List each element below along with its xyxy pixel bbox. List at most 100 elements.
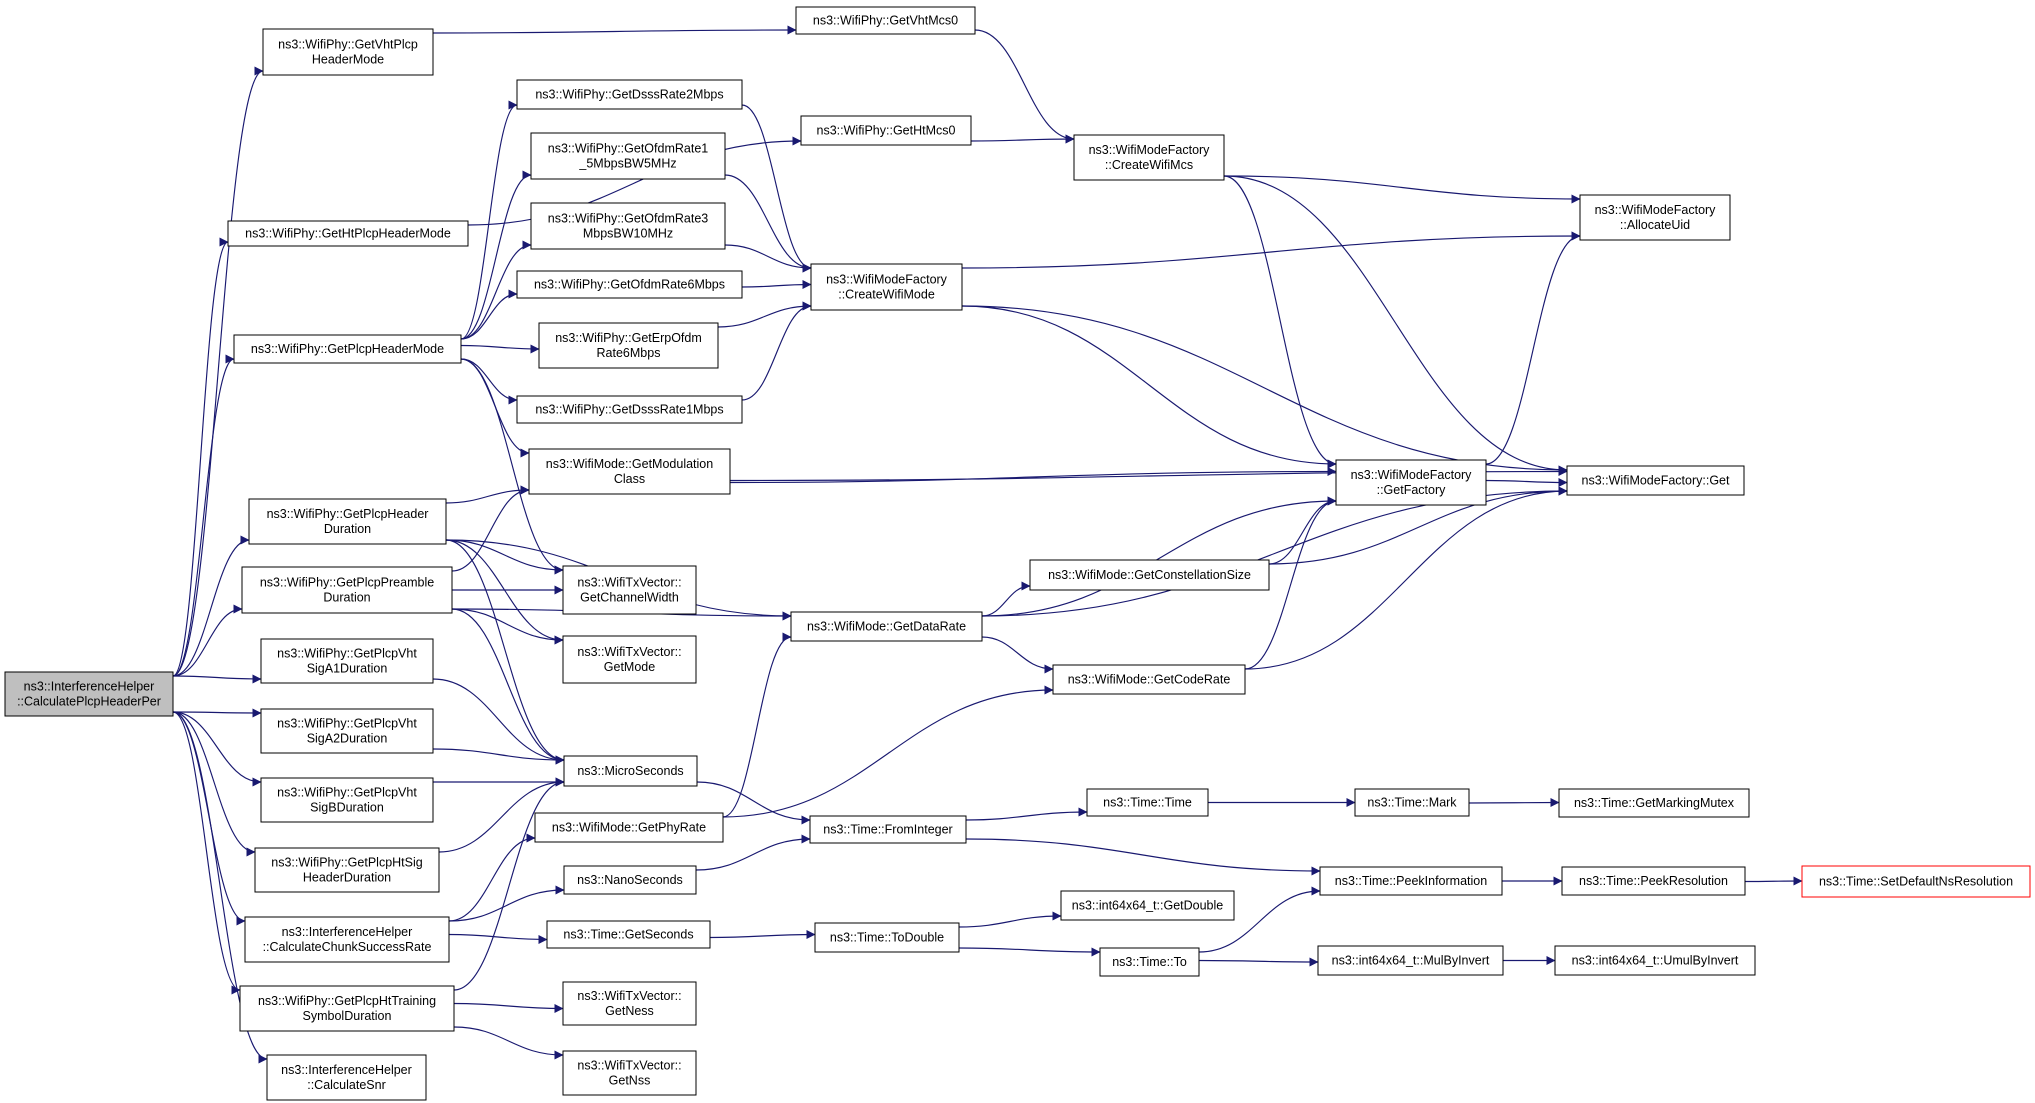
edge-get-plcp-preamble-duration-to-get-modulation-class bbox=[451, 485, 530, 572]
node-peek-resolution[interactable]: ns3::Time::PeekResolution bbox=[1561, 866, 1746, 896]
edge-get-factory-to-allocate-uid bbox=[1485, 231, 1581, 465]
edge-to-double-to-time-to bbox=[958, 947, 1101, 957]
node-box bbox=[1554, 945, 1756, 976]
node-time-to[interactable]: ns3::Time::To bbox=[1099, 947, 1200, 977]
edge-line bbox=[1468, 798, 1560, 808]
node-label-line: ns3::WifiPhy::GetPlcpVht bbox=[277, 786, 417, 800]
node-get-dsss1[interactable]: ns3::WifiPhy::GetDsssRate1Mbps bbox=[516, 395, 743, 424]
node-get-ness[interactable]: ns3::WifiTxVector::GetNess bbox=[562, 981, 697, 1026]
edge-line bbox=[172, 711, 262, 787]
node-umul-by-invert[interactable]: ns3::int64x64_t::UmulByInvert bbox=[1554, 945, 1756, 976]
node-label-line: ns3::WifiMode::GetModulation bbox=[546, 457, 713, 471]
edge-get-dsss2-to-create-wifi-mode bbox=[741, 104, 812, 273]
node-tx-get-mode[interactable]: ns3::WifiTxVector::GetMode bbox=[562, 635, 697, 684]
node-get-ht-plcp-header-mode[interactable]: ns3::WifiPhy::GetHtPlcpHeaderMode bbox=[227, 220, 469, 247]
edge-root-to-get-vht-plcp-header-mode bbox=[172, 66, 264, 677]
edge-line bbox=[722, 632, 792, 818]
node-factory-get[interactable]: ns3::WifiModeFactory::Get bbox=[1566, 465, 1745, 496]
edge-line bbox=[1223, 175, 1568, 475]
node-get-double-i64[interactable]: ns3::int64x64_t::GetDouble bbox=[1060, 890, 1235, 921]
edge-root-to-calc-snr bbox=[172, 711, 268, 1064]
node-box bbox=[1099, 947, 1200, 977]
edge-line bbox=[432, 748, 565, 765]
node-get-ofdm6[interactable]: ns3::WifiPhy::GetOfdmRate6Mbps bbox=[516, 270, 743, 299]
edge-nano-seconds-to-from-integer bbox=[695, 834, 811, 871]
edge-line bbox=[1223, 175, 1337, 469]
node-mul-by-invert[interactable]: ns3::int64x64_t::MulByInvert bbox=[1317, 945, 1504, 976]
edge-line bbox=[965, 807, 1088, 821]
node-label-line: ns3::WifiPhy::GetVhtPlcp bbox=[278, 38, 418, 52]
node-micro-seconds[interactable]: ns3::MicroSeconds bbox=[563, 755, 698, 787]
node-label-line: ns3::Time::FromInteger bbox=[823, 823, 952, 837]
edge-layer bbox=[172, 25, 1803, 1064]
node-from-integer[interactable]: ns3::Time::FromInteger bbox=[809, 815, 967, 844]
node-box bbox=[1558, 788, 1750, 818]
node-box bbox=[1354, 788, 1470, 817]
node-box bbox=[562, 635, 697, 684]
edge-root-to-get-plcp-vht-sig-b bbox=[172, 711, 262, 787]
edge-get-plcp-ht-training-to-micro-seconds bbox=[453, 777, 565, 991]
node-get-nss[interactable]: ns3::WifiTxVector::GetNss bbox=[562, 1050, 697, 1096]
node-label-line: ns3::WifiPhy::GetErpOfdm bbox=[555, 331, 702, 345]
node-label-line: ns3::WifiPhy::GetDsssRate1Mbps bbox=[535, 403, 723, 417]
edge-time-to-to-mul-by-invert bbox=[1198, 957, 1319, 967]
edge-get-plcp-header-duration-to-get-channel-width bbox=[445, 539, 564, 575]
edge-get-vht-plcp-header-mode-to-get-vht-mcs0 bbox=[432, 25, 797, 35]
edge-line bbox=[729, 467, 1337, 484]
edge-line bbox=[451, 485, 530, 572]
node-box bbox=[516, 270, 743, 299]
node-allocate-uid[interactable]: ns3::WifiModeFactory::AllocateUid bbox=[1579, 194, 1731, 241]
edge-get-ofdm1-5-to-create-wifi-mode bbox=[724, 174, 812, 273]
edge-line bbox=[172, 711, 241, 995]
node-get-dsss2[interactable]: ns3::WifiPhy::GetDsssRate2Mbps bbox=[516, 79, 743, 110]
node-label-line: Rate6Mbps bbox=[597, 346, 661, 360]
node-get-channel-width[interactable]: ns3::WifiTxVector::GetChannelWidth bbox=[562, 565, 697, 615]
edge-get-dsss1-to-create-wifi-mode bbox=[741, 301, 812, 401]
node-to-double[interactable]: ns3::Time::ToDouble bbox=[814, 922, 960, 953]
edge-from-integer-to-peek-information bbox=[965, 838, 1321, 876]
node-get-vht-mcs0[interactable]: ns3::WifiPhy::GetVhtMcs0 bbox=[795, 6, 976, 35]
node-label-line: ns3::WifiPhy::GetHtMcs0 bbox=[817, 124, 956, 138]
edge-time-mark-to-get-marking-mutex bbox=[1468, 798, 1560, 808]
node-get-marking-mutex[interactable]: ns3::Time::GetMarkingMutex bbox=[1558, 788, 1750, 818]
node-calc-snr[interactable]: ns3::InterferenceHelper::CalculateSnr bbox=[266, 1054, 427, 1101]
node-root[interactable]: ns3::InterferenceHelper::CalculatePlcpHe… bbox=[4, 671, 174, 717]
node-peek-information[interactable]: ns3::Time::PeekInformation bbox=[1319, 866, 1503, 896]
node-label-line: ns3::WifiTxVector:: bbox=[577, 576, 681, 590]
node-create-wifi-mode[interactable]: ns3::WifiModeFactory::CreateWifiMode bbox=[810, 263, 963, 311]
node-get-code-rate[interactable]: ns3::WifiMode::GetCodeRate bbox=[1052, 664, 1246, 695]
node-create-wifi-mcs[interactable]: ns3::WifiModeFactory::CreateWifiMcs bbox=[1073, 134, 1225, 181]
edge-line bbox=[172, 535, 250, 677]
node-time-mark[interactable]: ns3::Time::Mark bbox=[1354, 788, 1470, 817]
node-nano-seconds[interactable]: ns3::NanoSeconds bbox=[563, 865, 697, 895]
edge-get-modulation-class-to-get-factory bbox=[729, 467, 1337, 484]
node-get-constellation-size[interactable]: ns3::WifiMode::GetConstellationSize bbox=[1029, 559, 1270, 591]
node-time-time[interactable]: ns3::Time::Time bbox=[1086, 788, 1209, 817]
node-get-ht-mcs0[interactable]: ns3::WifiPhy::GetHtMcs0 bbox=[800, 115, 972, 146]
node-calc-chunk[interactable]: ns3::InterferenceHelper::CalculateChunkS… bbox=[244, 916, 450, 963]
node-time-get-seconds[interactable]: ns3::Time::GetSeconds bbox=[546, 920, 711, 949]
node-set-default-ns-resolution[interactable]: ns3::Time::SetDefaultNsResolution bbox=[1801, 865, 2031, 898]
node-get-data-rate[interactable]: ns3::WifiMode::GetDataRate bbox=[790, 611, 983, 642]
node-get-plcp-header-mode[interactable]: ns3::WifiPhy::GetPlcpHeaderMode bbox=[233, 334, 462, 364]
node-get-plcp-ht-training[interactable]: ns3::WifiPhy::GetPlcpHtTrainingSymbolDur… bbox=[239, 985, 455, 1032]
edge-line bbox=[1485, 231, 1581, 465]
node-get-factory[interactable]: ns3::WifiModeFactory::GetFactory bbox=[1335, 459, 1487, 506]
edge-get-plcp-header-mode-to-get-channel-width bbox=[460, 358, 564, 575]
edge-get-plcp-preamble-duration-to-tx-get-mode bbox=[451, 608, 564, 645]
edge-get-plcp-header-mode-to-get-ofdm6 bbox=[460, 289, 518, 340]
edge-line bbox=[460, 170, 532, 340]
node-get-ofdm1-5[interactable]: ns3::WifiPhy::GetOfdmRate1_5MbpsBW5MHz bbox=[530, 132, 726, 180]
node-get-phy-rate[interactable]: ns3::WifiMode::GetPhyRate bbox=[534, 812, 724, 843]
